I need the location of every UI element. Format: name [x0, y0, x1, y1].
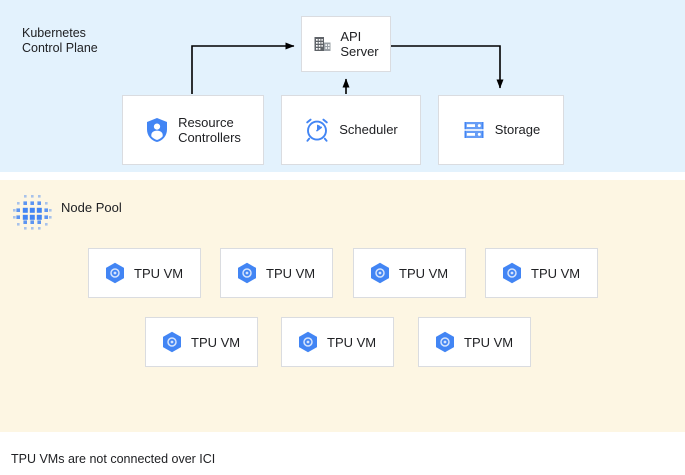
tpu-hex-icon — [163, 331, 181, 353]
node-pool-label: Node Pool — [61, 200, 122, 215]
control-plane-label: Kubernetes Control Plane — [22, 26, 98, 55]
tpu-hex-icon — [299, 331, 317, 353]
tpu-vm-label: TPU VM — [531, 265, 581, 281]
tpu-vm-label: TPU VM — [327, 334, 377, 350]
card-api-server[interactable]: API Server — [301, 16, 391, 72]
tpu-hex-icon — [503, 262, 521, 284]
alarm-clock-icon — [306, 118, 328, 142]
card-storage-label: Storage — [494, 122, 541, 138]
tpu-vm-node[interactable]: TPU VM — [353, 248, 466, 298]
shield-user-icon — [147, 118, 168, 142]
tpu-vm-label: TPU VM — [464, 334, 514, 350]
dot-matrix-icon — [13, 195, 52, 230]
tpu-vm-node[interactable]: TPU VM — [220, 248, 333, 298]
card-storage[interactable]: Storage — [438, 95, 564, 165]
tpu-vm-label: TPU VM — [266, 265, 316, 281]
tpu-vm-label: TPU VM — [399, 265, 449, 281]
building-icon — [314, 37, 331, 51]
tpu-vm-label: TPU VM — [191, 334, 241, 350]
tpu-hex-icon — [436, 331, 454, 353]
card-scheduler-label: Scheduler — [339, 122, 398, 138]
card-scheduler[interactable]: Scheduler — [281, 95, 421, 165]
figure-caption: TPU VMs are not connected over ICI — [11, 452, 216, 466]
tpu-hex-icon — [371, 262, 389, 284]
tpu-vm-node[interactable]: TPU VM — [418, 317, 531, 367]
tpu-vm-node[interactable]: TPU VM — [88, 248, 201, 298]
card-resource-controllers-label: Resource Controllers — [178, 114, 241, 146]
card-api-server-label: API Server — [340, 28, 379, 60]
tpu-hex-icon — [106, 262, 124, 284]
tpu-vm-node[interactable]: TPU VM — [485, 248, 598, 298]
tpu-vm-node[interactable]: TPU VM — [145, 317, 258, 367]
tpu-hex-icon — [238, 262, 256, 284]
server-rack-icon — [464, 122, 484, 138]
node-pool-region — [0, 180, 685, 432]
card-resource-controllers[interactable]: Resource Controllers — [122, 95, 264, 165]
tpu-vm-label: TPU VM — [134, 265, 184, 281]
tpu-vm-node[interactable]: TPU VM — [281, 317, 394, 367]
